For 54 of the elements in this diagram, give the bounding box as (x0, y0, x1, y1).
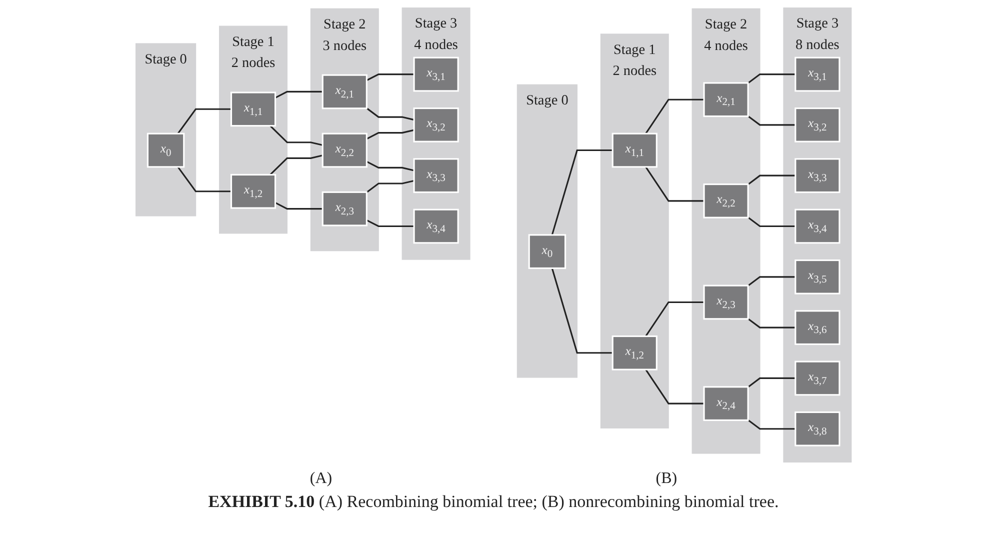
node-box: x$_{2,1}$ (703, 82, 749, 118)
connector (366, 180, 414, 193)
node-box: x$_{2,3}$ (703, 284, 749, 320)
node-box: x$_{3,7}$ (794, 360, 840, 396)
node-box: x$_{2,2}$ (322, 132, 368, 168)
node-box: x$_{3,3}$ (413, 158, 459, 194)
panel-label: (B) (656, 470, 678, 488)
connector (366, 129, 414, 140)
connector (747, 318, 796, 328)
node-box: x$_{2,2}$ (703, 183, 749, 218)
node-box: x$_{1,2}$ (230, 174, 276, 209)
connector (645, 301, 704, 337)
node-box: x$_{3,2}$ (794, 108, 840, 142)
node-box: x$_{3,1}$ (794, 56, 840, 92)
panel-label: (A) (310, 470, 332, 488)
connector (551, 268, 613, 354)
connector (366, 73, 414, 82)
connector (270, 125, 323, 146)
connector (645, 166, 704, 202)
node-box: x$_{3,1}$ (413, 56, 459, 92)
node-box: x$_{3,2}$ (413, 108, 459, 142)
node-box: x$_{2,3}$ (322, 191, 368, 226)
connector (274, 90, 323, 99)
connector (645, 369, 704, 404)
node-box: x$_{3,6}$ (794, 310, 840, 345)
node-box: x$_{3,4}$ (794, 208, 840, 244)
connector (747, 276, 796, 286)
connector (747, 216, 796, 228)
connector (366, 219, 414, 228)
node-box: x$_{3,4}$ (413, 208, 459, 244)
node-box: x$_{1,1}$ (230, 92, 276, 127)
node-box: x$_{0}$ (528, 234, 566, 270)
connector (270, 154, 323, 176)
caption: EXHIBIT 5.10 (A) Recombining binomial tree; (B) nonrecombining binomial tree. (208, 492, 779, 512)
node-box: x$_{2,4}$ (703, 386, 749, 421)
connector (747, 377, 796, 388)
node-box: x$_{3,3}$ (794, 158, 840, 194)
connector (645, 98, 704, 134)
node-box: x$_{2,1}$ (322, 74, 368, 110)
connector (551, 149, 613, 236)
connector (366, 160, 414, 172)
connector (747, 174, 796, 186)
node-box: x$_{1,2}$ (612, 335, 658, 370)
node-box: x$_{0}$ (146, 132, 185, 168)
connector (747, 115, 796, 126)
node-box: x$_{3,8}$ (794, 411, 840, 446)
connector (747, 419, 796, 430)
connector (177, 166, 232, 192)
connector (747, 73, 796, 84)
node-box: x$_{1,1}$ (612, 132, 658, 168)
connector (177, 108, 232, 134)
connector (366, 108, 414, 121)
connector (274, 202, 323, 210)
node-box: x$_{3,5}$ (794, 259, 840, 294)
